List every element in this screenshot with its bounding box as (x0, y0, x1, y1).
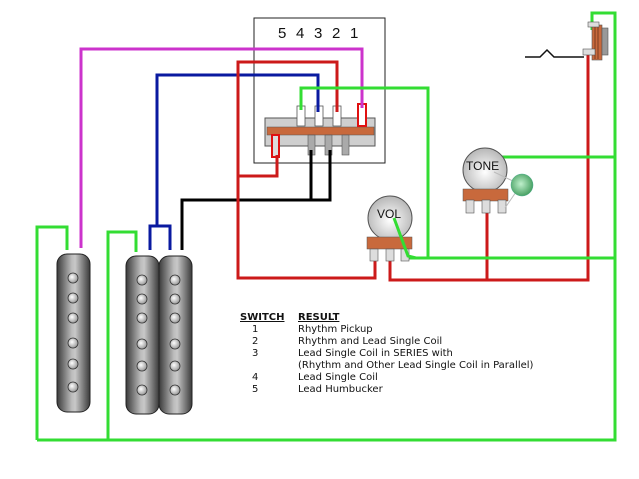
legend-row: 2 Rhythm and Lead Single Coil (240, 336, 533, 348)
legend-result: Rhythm and Lead Single Coil (298, 336, 443, 347)
legend-result: Lead Single Coil (298, 372, 378, 383)
tone-pot-label: TONE (466, 159, 499, 173)
switch-lug-bottom-4 (341, 134, 350, 156)
legend-result: Rhythm Pickup (298, 324, 373, 335)
legend-header-switch: SWITCH (240, 312, 285, 323)
switch-lug-bottom-1 (271, 134, 280, 158)
wire-red-switch-common (238, 155, 279, 178)
legend-result: Lead Single Coil in SERIES with (298, 348, 453, 359)
wire-red-vol-tone-jack (388, 52, 590, 282)
legend-position: 2 (252, 336, 259, 347)
wire-blue-bridge (148, 224, 172, 250)
switch-legend: SWITCH RESULT 1 Rhythm Pickup 2 Rhythm a… (240, 312, 533, 396)
legend-position (240, 360, 298, 372)
legend-result: (Rhythm and Other Lead Single Coil in Pa… (298, 360, 534, 371)
wire-green-switch (299, 86, 430, 258)
neck-single-coil-pickup (56, 253, 91, 413)
switch-label-4: 4 (296, 25, 304, 42)
switch-position-labels: 5 4 3 2 1 (278, 25, 358, 42)
legend-position: 1 (252, 324, 259, 335)
bridge-humbucker-pickup (125, 255, 193, 415)
five-way-switch (264, 103, 376, 158)
wire-magenta (79, 47, 364, 248)
wire-red-switch-to-vol (236, 60, 377, 280)
tone-pot: TONE (462, 147, 509, 214)
legend-header-result: RESULT (298, 312, 340, 323)
legend-position: 4 (252, 372, 259, 383)
legend-row: 4 Lead Single Coil (240, 372, 533, 384)
wire-green-neck (35, 225, 69, 440)
legend-row: 5 Lead Humbucker (240, 384, 533, 396)
output-jack (525, 21, 609, 61)
tone-capacitor (493, 171, 534, 209)
legend-row: 1 Rhythm Pickup (240, 324, 533, 336)
legend-row: (Rhythm and Other Lead Single Coil in Pa… (240, 360, 533, 372)
switch-label-1: 1 (350, 25, 358, 42)
switch-label-2: 2 (332, 25, 340, 42)
legend-position: 5 (252, 384, 259, 395)
wire-black-a (180, 150, 332, 250)
wire-green-jack (106, 11, 617, 442)
legend-row: 3 Lead Single Coil in SERIES with (240, 348, 533, 360)
legend-result: Lead Humbucker (298, 384, 383, 395)
legend-position: 3 (252, 348, 259, 359)
switch-label-3: 3 (314, 25, 322, 42)
switch-label-5: 5 (278, 25, 286, 42)
volume-pot-label: VOL (377, 207, 401, 221)
